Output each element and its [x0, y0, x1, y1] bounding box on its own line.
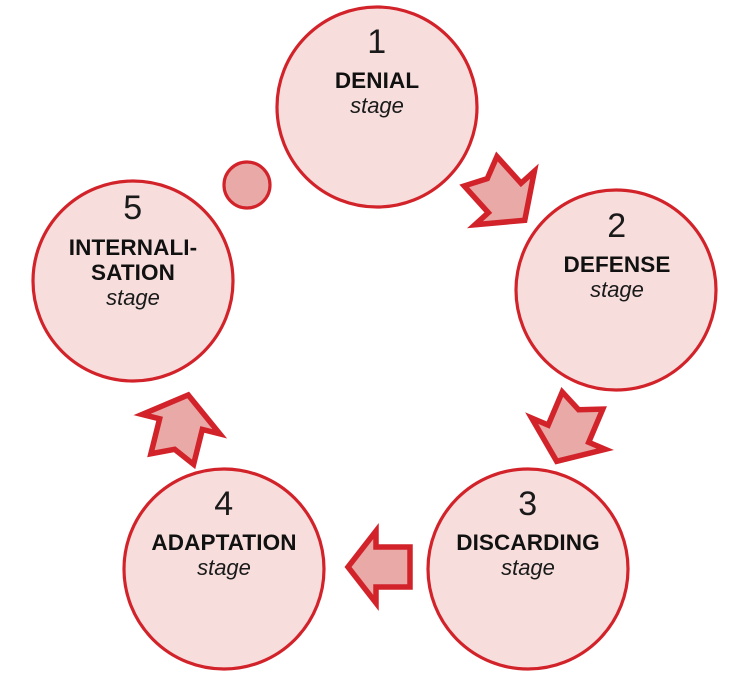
stage-circle-internalisation[interactable] — [31, 179, 235, 383]
stage-circle-discarding[interactable] — [426, 467, 630, 671]
arrow-down-right-icon — [459, 151, 539, 229]
arrow-left-icon — [344, 522, 413, 612]
stage-circle-denial[interactable] — [275, 5, 479, 209]
arrow-down-left-icon — [525, 386, 614, 465]
stage-circle-defense[interactable] — [514, 188, 718, 392]
arrow-up-right-icon — [133, 391, 228, 470]
stage-circle-adaptation[interactable] — [122, 467, 326, 671]
accent-dot — [222, 160, 272, 210]
